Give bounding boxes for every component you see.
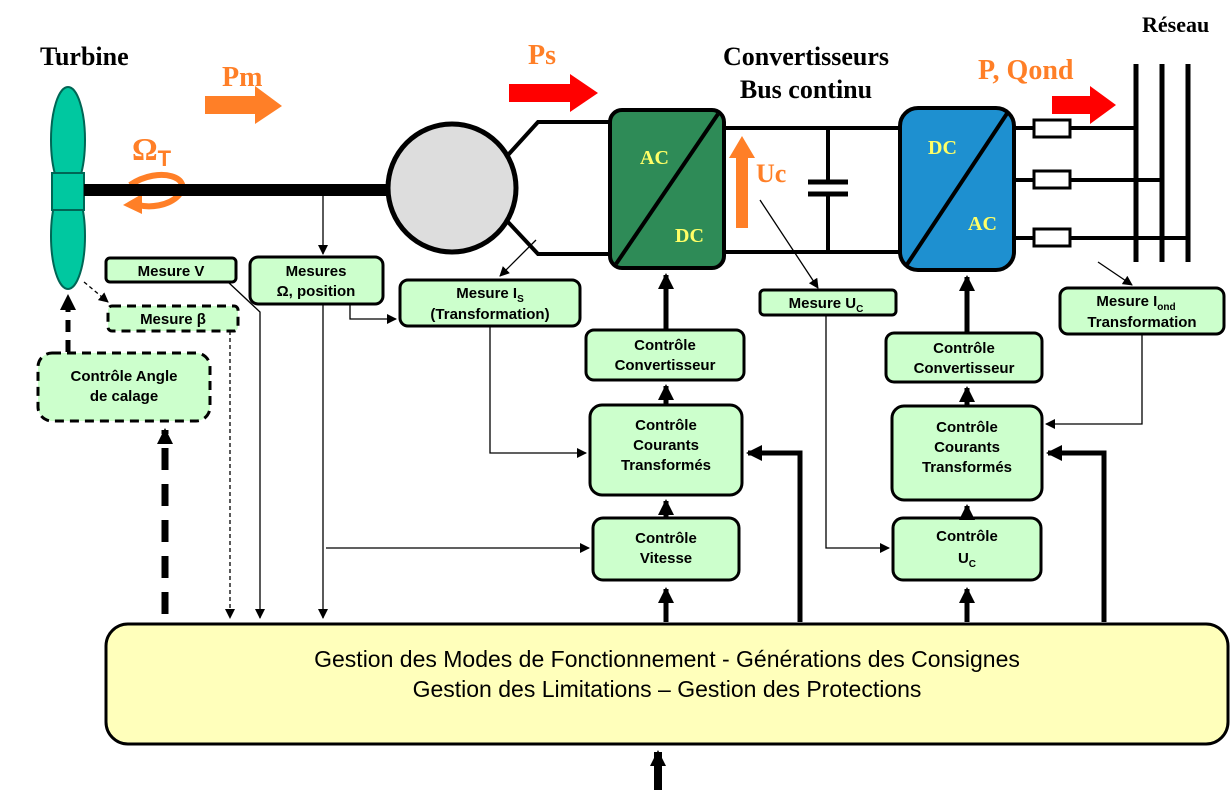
svg-text:Mesures: Mesures <box>286 263 347 280</box>
generator <box>385 121 519 255</box>
mesure-v-box: Mesure V <box>104 256 238 284</box>
control-flow-arrows <box>60 273 1107 790</box>
controle-vitesse-box: Contrôle Vitesse <box>591 516 741 582</box>
controle-courants-right: Contrôle Courants Transformés <box>890 404 1044 502</box>
svg-text:Contrôle: Contrôle <box>936 419 998 436</box>
signal-lines <box>83 196 1143 619</box>
svg-text:(Transformation): (Transformation) <box>430 306 549 323</box>
ps-label: Ps <box>528 40 556 71</box>
mesure-is-box: Mesure IS (Transformation) <box>398 278 582 328</box>
converter-ac-dc: AC DC <box>608 108 726 270</box>
svg-text:Courants: Courants <box>934 439 1000 456</box>
omega-t-label: ΩT <box>132 131 172 171</box>
svg-text:DC: DC <box>675 225 704 247</box>
svg-text:Contrôle: Contrôle <box>634 337 696 354</box>
svg-text:Contrôle Angle: Contrôle Angle <box>71 368 178 385</box>
uc-arrow <box>729 136 755 228</box>
uc-label: Uc <box>756 159 786 188</box>
svg-text:AC: AC <box>968 213 997 235</box>
svg-text:DC: DC <box>928 137 957 159</box>
svg-text:Contrôle: Contrôle <box>635 530 697 547</box>
svg-text:Mesure IS: Mesure IS <box>456 285 524 305</box>
controle-convertisseur-left: Contrôle Convertisseur <box>584 328 746 382</box>
p-qond-arrow <box>1052 86 1116 124</box>
bus-continu-label: Bus continu <box>740 75 872 104</box>
shaft <box>84 184 390 196</box>
svg-text:Contrôle: Contrôle <box>933 340 995 357</box>
controle-courants-left: Contrôle Courants Transformés <box>588 403 744 497</box>
ps-arrow <box>509 74 598 112</box>
convertisseurs-label: Convertisseurs <box>723 42 889 71</box>
svg-text:Transformation: Transformation <box>1087 314 1196 331</box>
gestion-box: Gestion des Modes de Fonctionnement - Gé… <box>104 622 1230 746</box>
svg-text:Ω, position: Ω, position <box>277 283 356 300</box>
grid-connection <box>1014 64 1191 262</box>
svg-text:Gestion des Limitations – Gest: Gestion des Limitations – Gestion des Pr… <box>413 676 922 702</box>
svg-text:Contrôle: Contrôle <box>936 528 998 545</box>
svg-text:AC: AC <box>640 147 669 169</box>
controle-uc-box: Contrôle UC <box>891 516 1043 582</box>
turbine-label: Turbine <box>40 42 129 71</box>
mesures-omega-box: Mesures Ω, position <box>248 255 385 306</box>
p-qond-label: P, Qond <box>978 55 1074 86</box>
svg-text:Courants: Courants <box>633 437 699 454</box>
svg-text:Gestion des Modes de Fonctionn: Gestion des Modes de Fonctionnement - Gé… <box>314 646 1020 672</box>
svg-text:Transformés: Transformés <box>922 459 1012 476</box>
svg-text:Mesure β: Mesure β <box>140 311 206 328</box>
svg-text:Convertisseur: Convertisseur <box>615 357 716 374</box>
svg-text:Contrôle: Contrôle <box>635 417 697 434</box>
mesure-beta-box: Mesure β <box>106 304 240 333</box>
controle-angle-box: Contrôle Angle de calage <box>36 351 212 423</box>
svg-text:Mesure V: Mesure V <box>138 263 205 280</box>
pm-arrow <box>205 86 282 124</box>
reseau-label: Réseau <box>1142 12 1209 37</box>
turbine-icon <box>50 86 86 290</box>
svg-text:de calage: de calage <box>90 388 158 405</box>
converter-dc-ac: DC AC <box>898 106 1016 272</box>
svg-text:Mesure UC: Mesure UC <box>789 295 864 315</box>
svg-text:Vitesse: Vitesse <box>640 550 692 567</box>
controle-convertisseur-right: Contrôle Convertisseur <box>884 331 1044 384</box>
svg-text:Mesure Iond: Mesure Iond <box>1096 293 1175 313</box>
mesure-uc-box: Mesure UC <box>758 288 898 317</box>
mesure-iond-box: Mesure Iond Transformation <box>1058 286 1226 336</box>
svg-text:Convertisseur: Convertisseur <box>914 360 1015 377</box>
svg-text:Transformés: Transformés <box>621 457 711 474</box>
dc-capacitor <box>808 128 848 252</box>
svg-text:UC: UC <box>958 550 976 570</box>
